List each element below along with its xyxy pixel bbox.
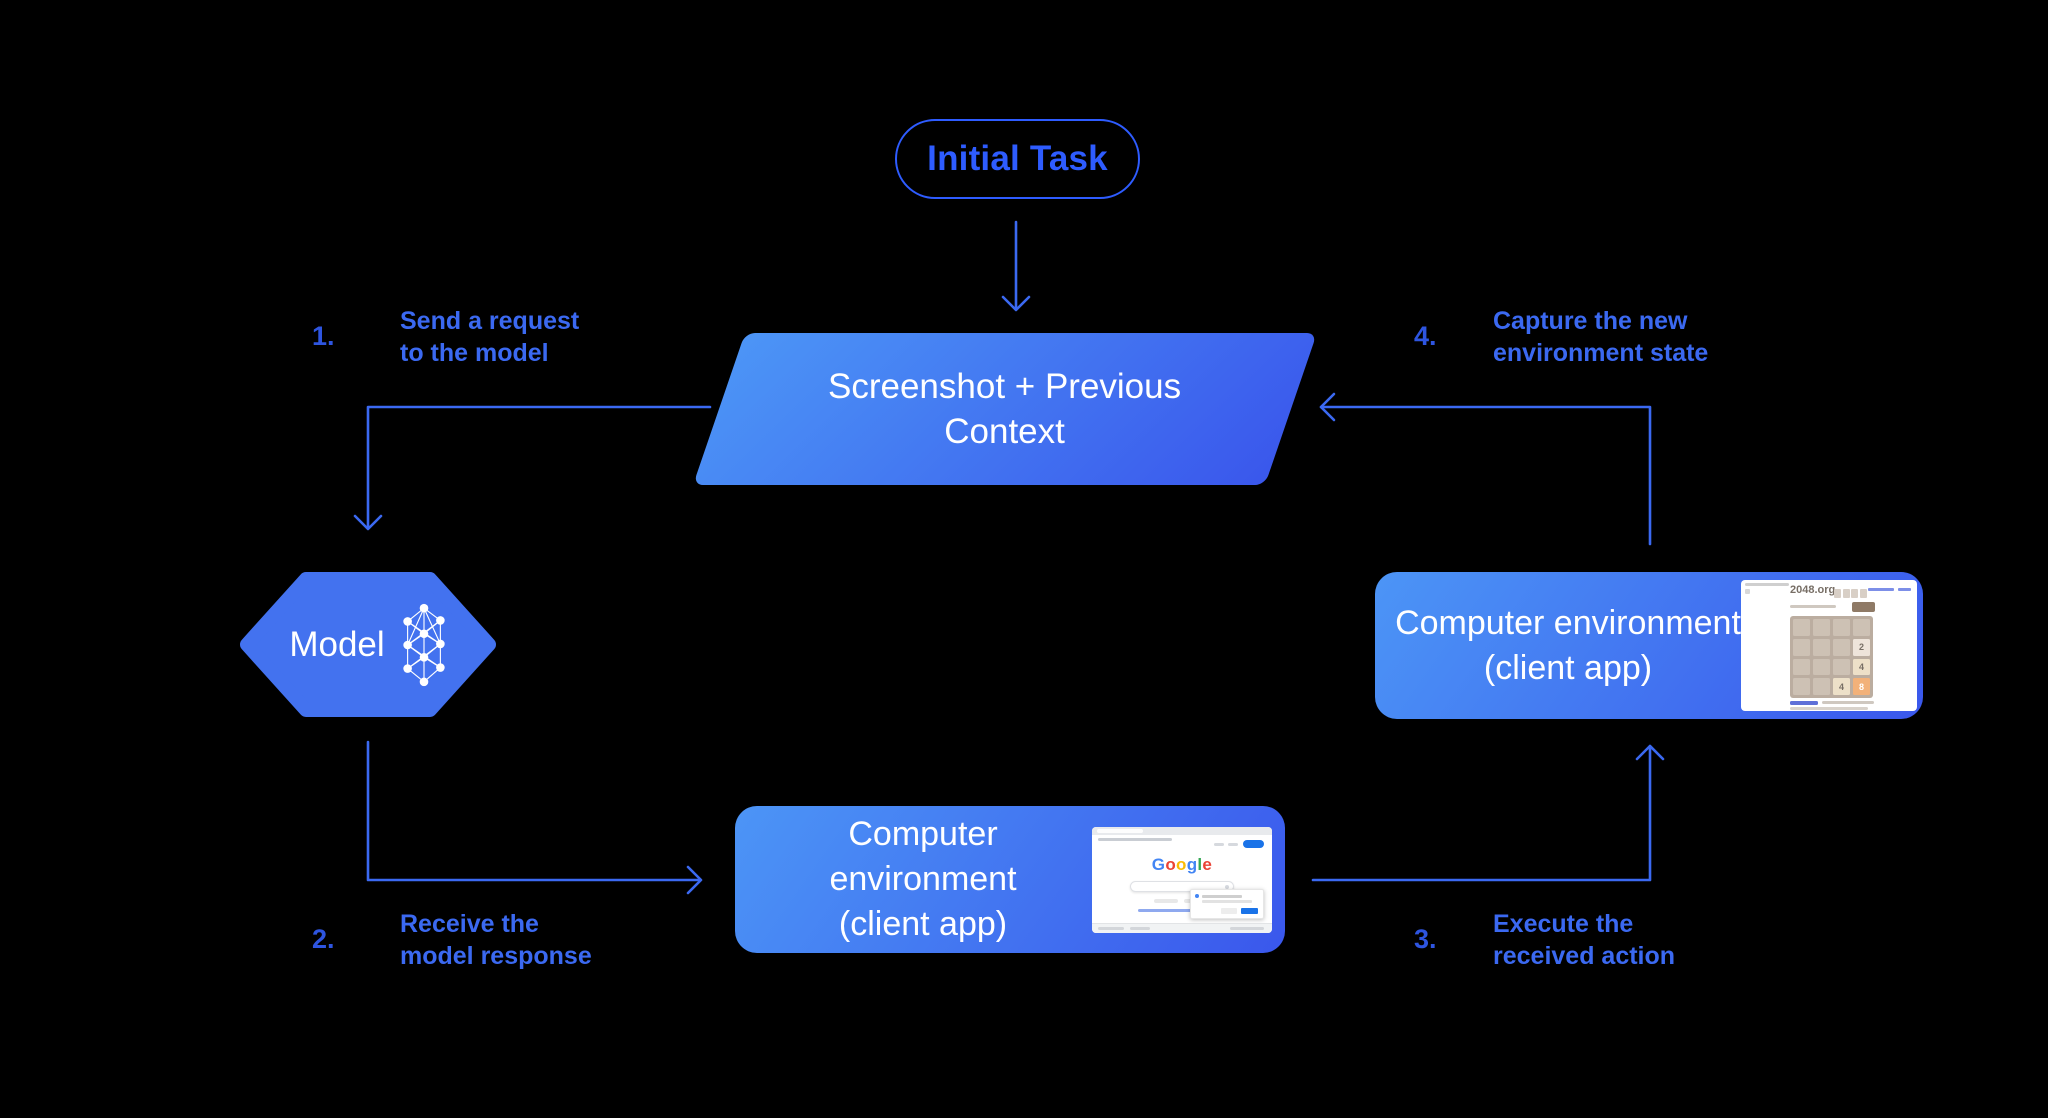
screenshot-context-node: Screenshot + Previous Context [692,333,1318,485]
dialog-icon [1195,894,1199,898]
step-4-number: 4. [1414,321,1437,351]
score-boxes [1834,589,1867,598]
tile-2: 2 [1853,638,1870,656]
model-node: Model [239,571,497,718]
computer-environment-node-bottom: Computer environment (client app) Google [735,806,1285,953]
search-box-stub [1130,881,1234,892]
screenshot-context-label: Screenshot + Previous Context [828,367,1182,451]
arrow-task-to-context [1001,220,1031,312]
step-2-number: 2. [312,924,335,954]
footer-text-stub [1822,701,1874,704]
dialog-text-stub [1202,895,1242,898]
initial-task-node: Initial Task [895,119,1140,199]
dialog-primary-button-stub [1241,908,1258,914]
dialog-popup [1190,889,1264,919]
page-footer-stub [1092,923,1272,933]
tile-4: 4 [1853,658,1870,676]
tile-4: 4 [1833,678,1850,695]
dialog-text-stub [1202,900,1252,903]
header-link-stub [1868,588,1894,591]
computer-environment-label: Computer environment (client app) [829,815,1017,943]
address-bar-stub [1098,838,1172,841]
nav-link-stub [1214,843,1224,846]
nav-link-stub [1228,843,1238,846]
google-logo: Google [1151,855,1213,874]
sign-in-button-stub [1243,840,1264,848]
header-link-stub [1898,588,1911,591]
arrow-env-to-context [1319,392,1652,546]
arrow-model-to-env [366,740,703,895]
initial-task-label: Initial Task [927,139,1108,178]
subtitle-stub [1790,605,1836,608]
model-label: Model [289,624,385,664]
arrow-context-to-model [353,405,712,531]
new-game-button-stub [1852,602,1875,612]
search-button-stub [1154,899,1178,903]
mic-icon [1225,885,1229,889]
step-1-number: 1. [312,321,335,351]
footer-text-stub [1790,707,1868,710]
browser-chrome-bar [1092,827,1272,835]
favicon-stub [1745,589,1750,594]
dialog-secondary-button-stub [1221,908,1237,914]
tile-8: 8 [1853,678,1870,695]
computer-environment-node-right: Computer environment (client app) 2048.o… [1375,572,1923,719]
footer-link-stub [1790,701,1818,705]
language-links-stub [1138,909,1226,912]
address-bar-stub [1745,583,1789,586]
step-3-number: 3. [1414,924,1437,954]
computer-environment-label: Computer environment (client app) [1395,603,1741,687]
site-title: 2048.org [1790,584,1836,596]
neural-network-icon [402,603,445,686]
browser-tab [1097,829,1143,833]
google-homepage-thumbnail: Google [1092,827,1272,933]
arrow-env-to-env [1311,744,1665,882]
